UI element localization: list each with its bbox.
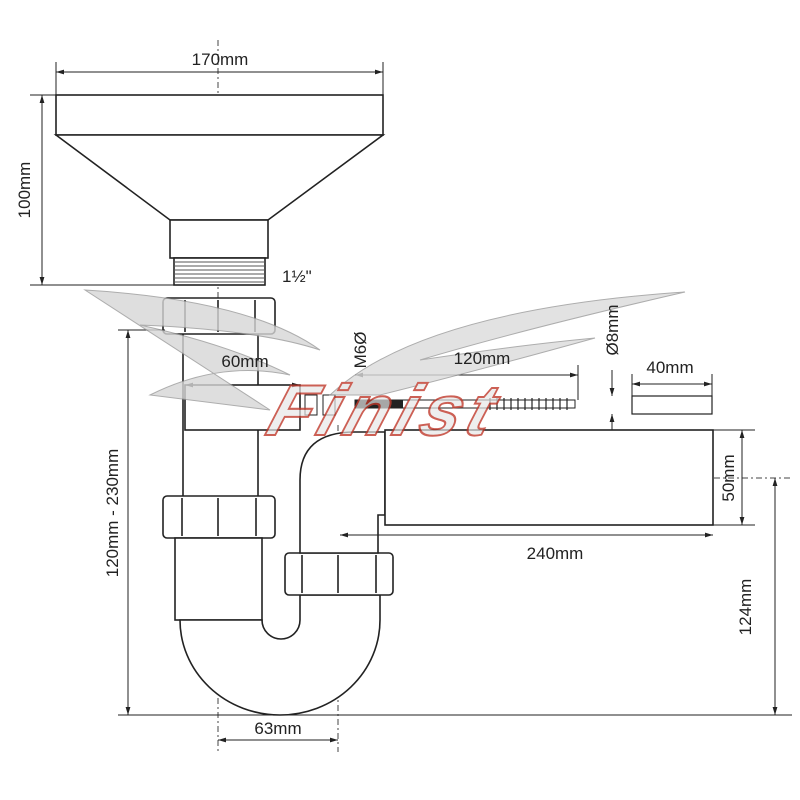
label-side-outlet: 60mm (221, 352, 268, 371)
u-bend-trap (179, 431, 394, 716)
label-outlet-diameter: 50mm (719, 454, 738, 501)
label-trap-offset: 63mm (254, 719, 301, 738)
label-funnel-height: 100mm (15, 162, 34, 219)
label-anchor-diameter: Ø8mm (603, 305, 622, 356)
label-outlet-height: 124mm (736, 579, 755, 636)
label-height-range: 120mm - 230mm (103, 449, 122, 577)
label-outlet-length: 240mm (527, 544, 584, 563)
outlet-pipe (384, 429, 714, 526)
label-anchor-length: 40mm (646, 358, 693, 377)
lower-nut (162, 495, 276, 539)
wall-anchor (631, 395, 713, 415)
fixing-screw (304, 394, 576, 416)
label-screw-thread: M6Ø (351, 332, 370, 369)
funnel (53, 94, 386, 286)
finist-watermark-logo: Finist (83, 289, 686, 452)
label-funnel-width: 170mm (192, 50, 249, 69)
label-thread-size: 1½" (282, 267, 312, 286)
label-screw-length: 120mm (454, 349, 511, 368)
svg-text:Finist: Finist (259, 370, 513, 451)
